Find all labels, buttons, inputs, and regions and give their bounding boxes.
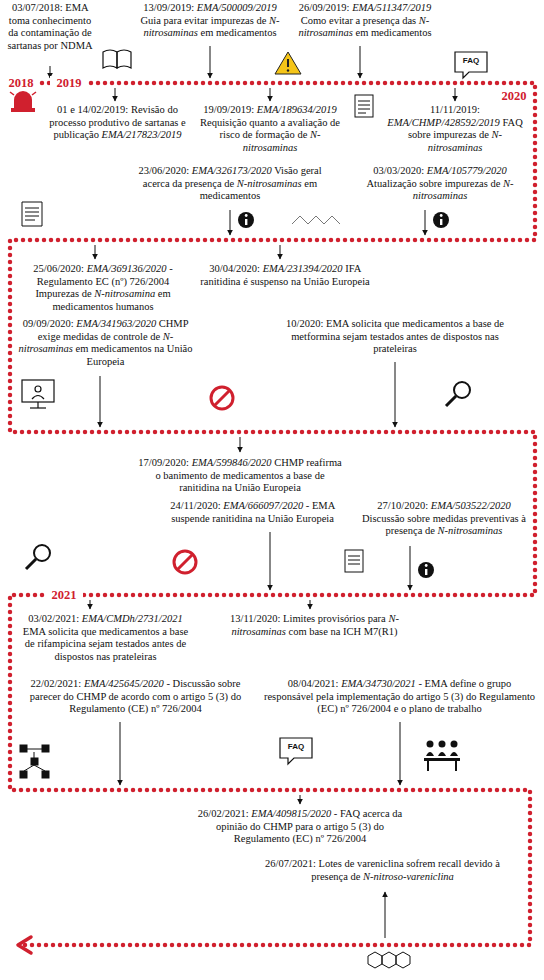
- timeline-dots: [10, 83, 535, 945]
- event-text: 03/03/2020: EMA/105779/2020 Atualização …: [355, 165, 525, 203]
- year-label: 2018: [4, 76, 38, 90]
- timeline-track: [10, 83, 535, 945]
- network-icon: [20, 745, 49, 778]
- event-text: 17/09/2020: EMA/599846/2020 CHMP reafirm…: [135, 457, 345, 495]
- prohibited-icon: [174, 551, 196, 573]
- book-icon: [103, 50, 131, 68]
- event-text: 30/04/2020: EMA/231394/2020 IFA ranitidi…: [200, 263, 370, 288]
- prohibited-icon: [211, 387, 233, 409]
- event-text: 19/09/2019: EMA/189634/2019 Requisição q…: [195, 104, 345, 154]
- event-text: 26/02/2021: EMA/409815/2020 - FAQ acerca…: [195, 808, 405, 846]
- magnifier-icon: [26, 545, 50, 569]
- molecule-icon: [292, 216, 340, 224]
- event-text: 26/07/2021: Lotes de vareniclina sofrem …: [250, 858, 515, 883]
- info-icon: [418, 562, 434, 578]
- leader-lines: [50, 46, 455, 938]
- event-text: 13/11/2020: Limites provisórios para N-n…: [222, 613, 407, 638]
- scroll-icon: [22, 202, 42, 226]
- info-icon: [238, 212, 254, 228]
- event-text: 24/11/2020: EMA/666097/2020 - EMA suspen…: [150, 500, 355, 525]
- event-text: 08/04/2021: EMA/34730/2021 - EMA define …: [262, 678, 537, 716]
- event-text: 09/09/2020: EMA/341963/2020 CHMP exige m…: [18, 318, 193, 368]
- warning-icon: [275, 52, 301, 74]
- year-label: 2019: [50, 76, 88, 90]
- screen-icon: [22, 380, 54, 408]
- faq-bubble: [280, 738, 312, 764]
- faq-bubble: [455, 52, 487, 78]
- year-label: 2021: [45, 588, 83, 602]
- event-text: 26/09/2019: EMA/511347/2019 Como evitar …: [290, 2, 440, 40]
- alarm-icon: [10, 91, 36, 112]
- document-icon: [355, 95, 373, 117]
- timeline-arrowhead: [18, 937, 31, 953]
- magnifier-icon: [446, 382, 470, 406]
- event-text: 11/11/2019: EMA/CHMP/428592/2019 FAQ sob…: [385, 104, 525, 154]
- event-text: 03/02/2021: EMA/CMDh/2731/2021 EMA solic…: [18, 613, 193, 663]
- event-text: 13/09/2019: EMA/500009/2019 Guia para ev…: [135, 2, 285, 40]
- event-text: 25/06/2020: EMA/369136/2020 - Regulament…: [18, 263, 188, 313]
- event-text: 23/06/2020: EMA/326173/2020 Visão geral …: [135, 165, 325, 203]
- event-text: 10/2020: EMA solicita que medicamentos a…: [270, 318, 520, 356]
- event-text: 27/10/2020: EMA/503522/2020 Discussão so…: [360, 500, 528, 538]
- year-label: 2020: [496, 89, 532, 103]
- event-text: 03/07/2018: EMA toma conhecimento da con…: [4, 2, 96, 52]
- document-icon: [345, 550, 363, 572]
- info-icon: [433, 212, 449, 228]
- event-text: 22/02/2021: EMA/425645/2020 - Discussão …: [18, 678, 253, 716]
- faq-label: FAQ: [455, 56, 487, 66]
- faq-label: FAQ: [280, 742, 312, 752]
- event-text: 01 e 14/02/2019: Revisão do processo pro…: [45, 104, 190, 142]
- meeting-icon: [424, 741, 460, 772]
- molecule-icon: [368, 952, 410, 968]
